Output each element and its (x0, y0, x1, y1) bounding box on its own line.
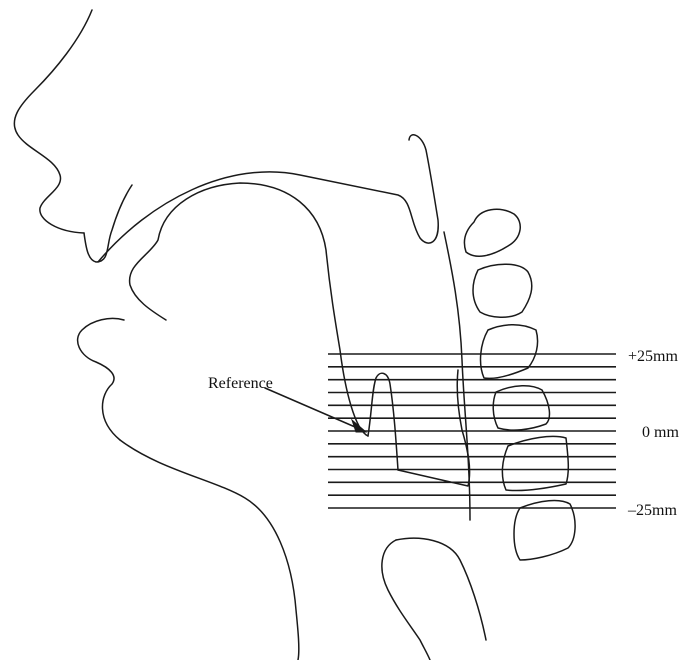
vertebra-c2 (473, 264, 532, 317)
tongue-outline (130, 183, 368, 436)
hard-palate-outline (98, 135, 438, 262)
scan-line-group (328, 354, 616, 508)
neck-front-outline (120, 440, 299, 660)
scale-label-middle: 0 mm (642, 424, 679, 441)
vertebra-c6 (514, 501, 575, 560)
esophagus-front-outline (382, 540, 430, 660)
vertebra-c1 (464, 209, 520, 256)
vertebra-c3 (481, 325, 538, 379)
scale-label-bottom: –25mm (627, 502, 677, 519)
face-profile-outline (14, 10, 92, 233)
reference-label: Reference (208, 375, 273, 392)
scale-label-top: +25mm (628, 348, 678, 365)
lower-lip-outline (78, 318, 124, 440)
epiglottis-outline (368, 373, 398, 470)
larynx-outline (398, 370, 470, 486)
